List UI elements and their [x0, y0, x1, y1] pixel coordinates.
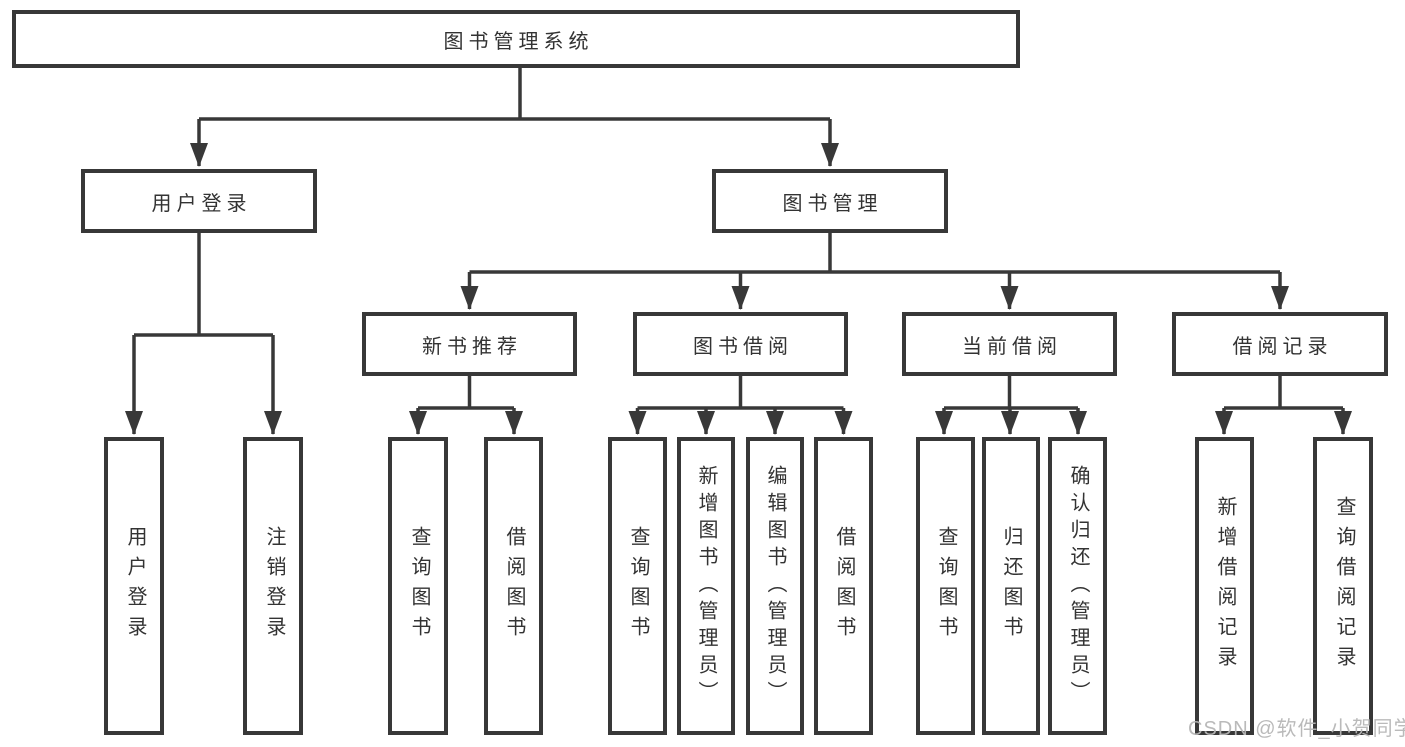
leaf-query-borrow-record: 查询借阅记录: [1313, 437, 1373, 735]
leaf-borrow-books-recommend: 借阅图书: [484, 437, 543, 735]
leaf-return-books: 归还图书: [982, 437, 1040, 735]
node-current-borrow: 当前借阅: [902, 312, 1117, 376]
node-book-management: 图书管理: [712, 169, 948, 233]
leaf-add-books-admin: 新增图书（管理员）: [677, 437, 735, 735]
node-user-login: 用户登录: [81, 169, 317, 233]
node-book-borrow: 图书借阅: [633, 312, 848, 376]
leaf-borrow-books: 借阅图书: [814, 437, 873, 735]
leaf-add-borrow-record: 新增借阅记录: [1195, 437, 1254, 735]
csdn-watermark: CSDN @软件_小贺同学: [1188, 718, 1405, 740]
node-borrow-records: 借阅记录: [1172, 312, 1388, 376]
leaf-edit-books-admin: 编辑图书（管理员）: [746, 437, 804, 735]
leaf-query-books-current: 查询图书: [916, 437, 975, 735]
leaf-query-books-borrow: 查询图书: [608, 437, 667, 735]
leaf-logout: 注销登录: [243, 437, 303, 735]
node-root-library-system: 图书管理系统: [12, 10, 1020, 68]
leaf-query-books-recommend: 查询图书: [388, 437, 448, 735]
leaf-user-login: 用户登录: [104, 437, 164, 735]
node-new-book-recommend: 新书推荐: [362, 312, 577, 376]
leaf-confirm-return-admin: 确认归还（管理员）: [1048, 437, 1107, 735]
